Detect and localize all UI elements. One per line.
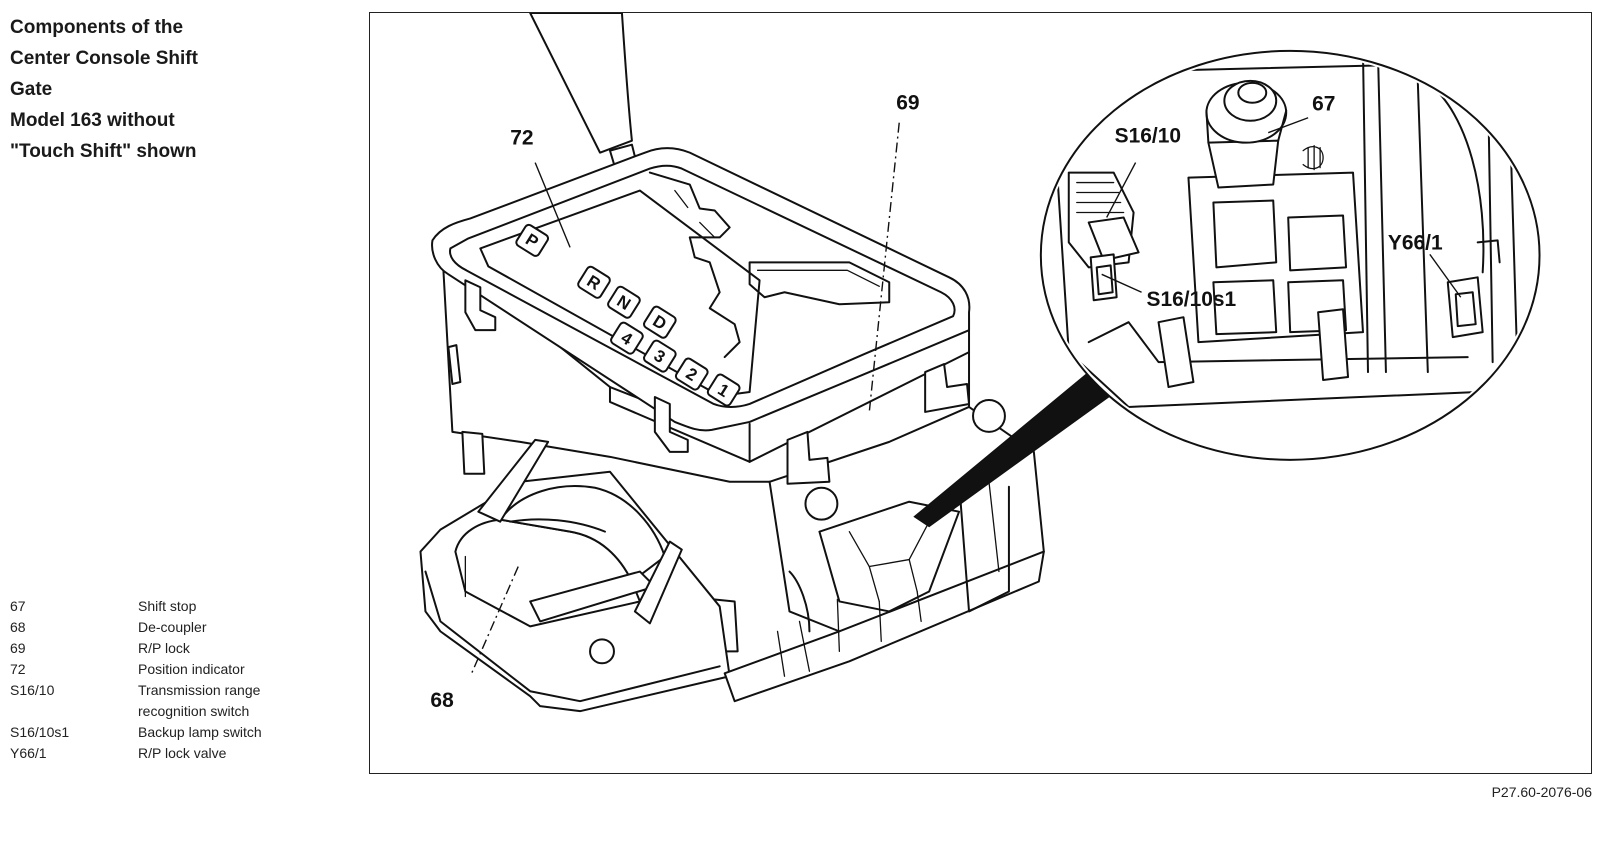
legend-code: 72 xyxy=(10,661,26,677)
legend-code: S16/10s1 xyxy=(10,724,70,740)
legend-row: 69 R/P lock xyxy=(10,638,350,659)
title-line-2: Center Console Shift xyxy=(10,48,198,69)
title-line-5: "Touch Shift" shown xyxy=(10,141,197,162)
legend-code: Y66/1 xyxy=(10,745,47,761)
leader-68 xyxy=(469,566,519,677)
callout-y66-1: Y66/1 xyxy=(1388,231,1443,254)
legend-description: Shift stop xyxy=(138,598,197,614)
diagram-title: Components of the Center Console Shift G… xyxy=(10,12,290,167)
callout-69: 69 xyxy=(896,92,919,115)
gate-position-letters: P R N D 4 3 2 xyxy=(515,223,741,407)
legend-row: 68 De-coupler xyxy=(10,617,350,638)
magnified-detail xyxy=(1039,49,1541,461)
legend-description: R/P lock xyxy=(138,640,190,656)
legend-row: 67 Shift stop xyxy=(10,596,350,617)
legend-row: 72 Position indicator xyxy=(10,659,350,680)
leader-72 xyxy=(534,162,571,248)
callout-s16-10s1: S16/10s1 xyxy=(1147,288,1237,311)
magnifier-connector xyxy=(913,371,1110,528)
legend-description: De-coupler xyxy=(138,619,207,635)
legend-row: Y66/1 R/P lock valve xyxy=(10,743,350,764)
legend-description: R/P lock valve xyxy=(138,745,227,761)
leader-67 xyxy=(1267,117,1309,134)
legend-description: Backup lamp switch xyxy=(138,724,262,740)
legend-code: 69 xyxy=(10,640,26,656)
legend-code: 67 xyxy=(10,598,26,614)
leader-69 xyxy=(868,122,900,413)
de-coupler-part xyxy=(454,438,683,628)
legend-row: S16/10 Transmission range recognition sw… xyxy=(10,680,350,722)
title-line-4: Model 163 without xyxy=(10,110,175,131)
title-line-3: Gate xyxy=(10,79,53,100)
shift-gate-housing xyxy=(431,147,971,653)
callout-68: 68 xyxy=(430,689,453,712)
shift-gate-drawing: P R N D 4 3 2 xyxy=(419,13,1541,712)
parts-legend: 67 Shift stop 68 De-coupler 69 R/P lock … xyxy=(10,596,350,764)
legend-description: Transmission range recognition switch xyxy=(138,682,261,719)
leader-y66-1 xyxy=(1429,253,1462,298)
legend-row: S16/10s1 Backup lamp switch xyxy=(10,722,350,743)
callout-67: 67 xyxy=(1312,93,1335,116)
legend-code: 68 xyxy=(10,619,26,635)
leader-s16-10 xyxy=(1106,162,1137,218)
title-line-1: Components of the xyxy=(10,17,184,38)
callout-72: 72 xyxy=(510,127,533,150)
leader-s16-10s1 xyxy=(1101,273,1142,293)
figure-reference: P27.60-2076-06 xyxy=(1491,784,1592,800)
legend-description: Position indicator xyxy=(138,661,245,677)
callout-s16-10: S16/10 xyxy=(1115,125,1181,148)
legend-code: S16/10 xyxy=(10,682,55,698)
shift-gate-illustration: P R N D 4 3 2 xyxy=(369,12,1592,774)
